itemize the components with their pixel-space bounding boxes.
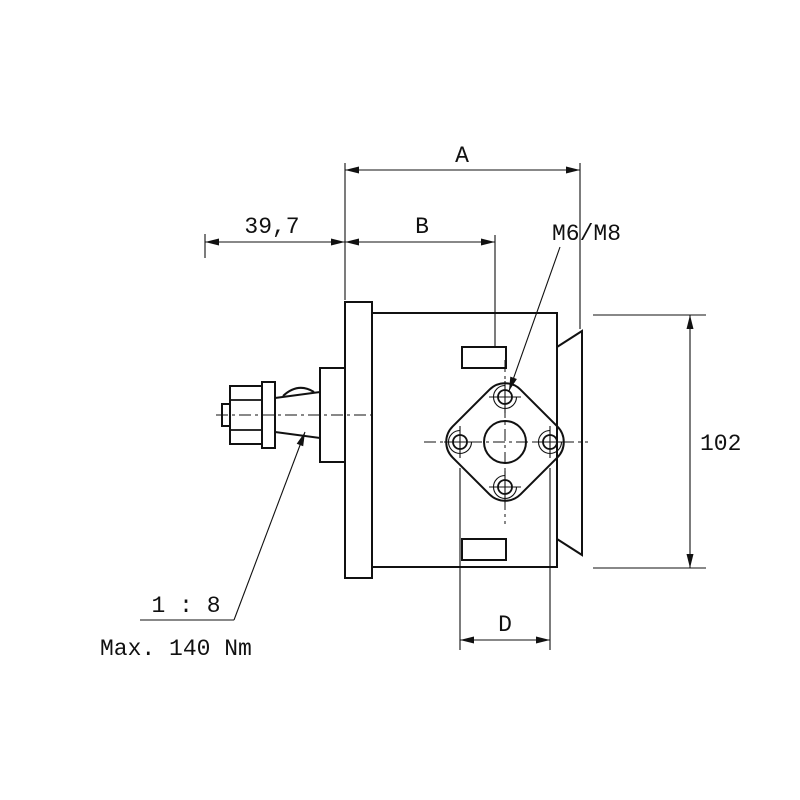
bolt-hole-bore: [452, 434, 468, 450]
rear-flange-view: [424, 360, 588, 524]
woodruff-key: [282, 386, 315, 397]
arrowhead-top: [686, 315, 694, 329]
dimension-a-label: A: [455, 143, 469, 169]
leader-arrowhead: [509, 376, 517, 391]
arrowhead-right: [331, 238, 345, 246]
bolt-hole-right: [534, 426, 566, 458]
bottom-port-boss: [461, 538, 507, 561]
leader-line: [233, 431, 306, 621]
top-port-boss: [461, 346, 507, 369]
bolt-hole-bottom: [489, 471, 521, 503]
taper-label: 1 : 8: [151, 593, 220, 619]
dimension-a: A: [344, 143, 581, 329]
square-port-flange: [445, 382, 565, 502]
leader-line: [508, 246, 561, 392]
bolt-hole-thread-arc: [537, 429, 563, 455]
arrowhead-right: [536, 636, 550, 644]
arrowhead-right: [481, 238, 495, 246]
thread-stub: [221, 403, 231, 427]
leader-arrowhead: [296, 432, 305, 447]
pump-side-view: [344, 301, 583, 579]
dimension-39-7-label: 39,7: [244, 214, 299, 240]
dimension-b-label: B: [415, 214, 429, 240]
arrowhead-left: [345, 238, 359, 246]
arrowhead-left: [205, 238, 219, 246]
taper-callout: 1 : 8: [140, 431, 306, 621]
arrowhead-right: [566, 166, 580, 174]
dimension-102: 102: [593, 314, 741, 569]
bolt-hole-bore: [497, 389, 513, 405]
dimension-d: D: [459, 468, 551, 650]
bolt-hole-thread-arc: [492, 474, 518, 500]
bolt-hole-left: [444, 426, 476, 458]
arrowhead-left: [460, 636, 474, 644]
torque-label: Max. 140 Nm: [100, 636, 252, 662]
bolt-hole-top: [489, 381, 521, 413]
bolt-hole-thread-arc: [447, 429, 473, 455]
dimension-102-label: 102: [700, 431, 741, 457]
shaft-assembly: [216, 367, 372, 463]
mounting-flange-plate: [344, 301, 373, 579]
arrowhead-bottom: [686, 554, 694, 568]
dimension-39-7-and-b: 39,7 B: [204, 214, 496, 347]
bolt-hole-bore: [542, 434, 558, 450]
dimension-d-label: D: [498, 612, 512, 638]
pump-body: [371, 312, 558, 568]
thread-callout: M6/M8: [508, 221, 621, 392]
rear-cover: [556, 329, 583, 557]
bolt-hole-thread-arc: [492, 384, 518, 410]
torque-note: Max. 140 Nm: [100, 636, 252, 662]
bolt-hole-bore: [497, 479, 513, 495]
arrowhead-left: [345, 166, 359, 174]
thread-label: M6/M8: [552, 221, 621, 247]
